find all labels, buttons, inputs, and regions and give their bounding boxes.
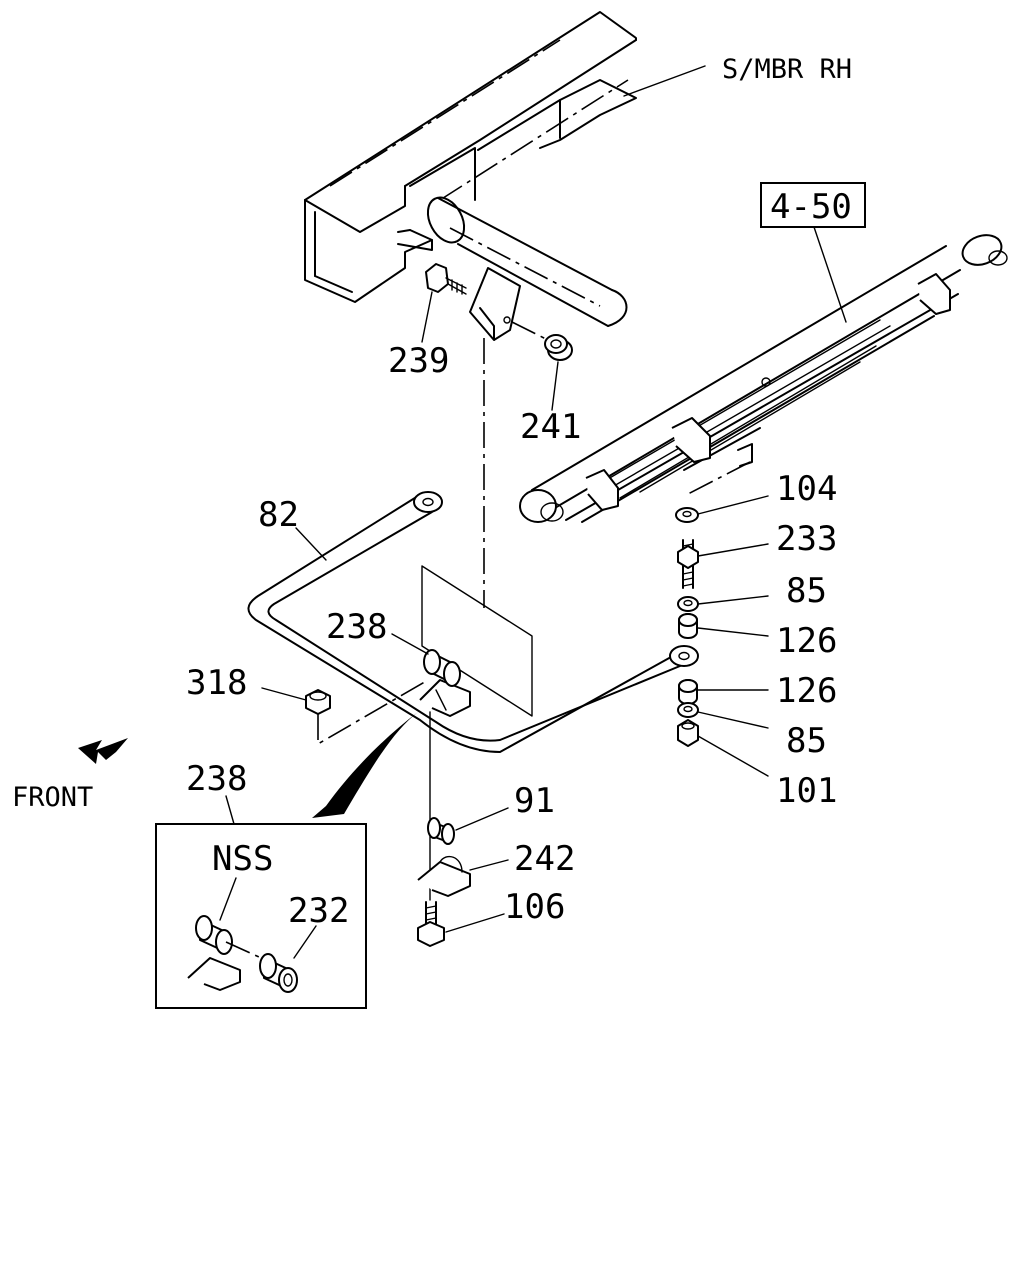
leader-101 (697, 735, 769, 777)
leader-82 (295, 527, 327, 561)
label-233: 233 (776, 519, 837, 559)
label-232: 232 (288, 891, 349, 931)
label-nss: NSS (212, 839, 273, 879)
leader-233 (697, 543, 769, 557)
bolt-106 (417, 901, 445, 947)
leader-238-inset (225, 795, 235, 825)
leader-104 (697, 495, 769, 515)
cross-tube (426, 196, 628, 327)
callout-arrow (312, 712, 418, 818)
leader-238 (391, 633, 429, 655)
side-member-frame (304, 11, 637, 303)
label-126-lower: 126 (776, 671, 837, 711)
leader-241 (551, 361, 559, 411)
washer-85-lower (677, 702, 699, 718)
frame-label: S/MBR RH (722, 54, 852, 85)
clamp-242 (417, 855, 471, 897)
frame-leader-line (623, 65, 706, 97)
label-4-50: 4-50 (770, 187, 852, 227)
label-106: 106 (504, 887, 565, 927)
label-241: 241 (520, 407, 581, 447)
leader-242 (469, 859, 509, 871)
leader-91 (455, 807, 509, 831)
leader-239 (421, 291, 433, 343)
label-239: 239 (388, 341, 449, 381)
bushing-126-upper (678, 613, 698, 639)
bushing-126-lower (678, 679, 698, 705)
washer-104 (675, 507, 699, 523)
nut-318 (305, 689, 331, 715)
label-238-inset: 238 (186, 759, 247, 799)
leader-232 (293, 925, 317, 959)
nut-241 (544, 334, 573, 361)
label-318: 318 (186, 663, 247, 703)
leader-nss (219, 877, 237, 921)
label-85-upper: 85 (786, 571, 827, 611)
front-label: FRONT (12, 782, 93, 813)
centerline-241 (511, 321, 549, 341)
leader-318 (261, 687, 307, 701)
mounting-plane (421, 565, 533, 717)
centerline-318 (317, 679, 429, 746)
label-91: 91 (514, 781, 555, 821)
label-242: 242 (514, 839, 575, 879)
leader-4-50 (813, 226, 847, 323)
label-238: 238 (326, 607, 387, 647)
stud-233 (677, 539, 699, 589)
washer-85-upper (677, 596, 699, 612)
inset-bushing-232 (259, 953, 298, 993)
nut-101 (677, 719, 699, 747)
leader-106 (445, 913, 505, 933)
label-126-upper: 126 (776, 621, 837, 661)
leader-126-upper (697, 627, 769, 637)
inset-bracket-nss (187, 915, 271, 991)
label-82: 82 (258, 495, 299, 535)
reference-box-4-50 (760, 182, 866, 228)
centerline-spring (687, 461, 751, 495)
bolt-239 (425, 263, 467, 295)
bushing-clamp-238 (419, 649, 471, 717)
front-arrow-icon (78, 738, 128, 764)
stabilizer-bar-82 (247, 491, 699, 753)
stabilizer-bracket (469, 267, 521, 341)
leader-85-upper (697, 595, 769, 605)
leader-85-lower (697, 711, 769, 729)
label-104: 104 (776, 469, 837, 509)
bushing-91 (427, 817, 455, 845)
leaf-spring (519, 234, 1008, 523)
label-101: 101 (776, 771, 837, 811)
label-85-lower: 85 (786, 721, 827, 761)
